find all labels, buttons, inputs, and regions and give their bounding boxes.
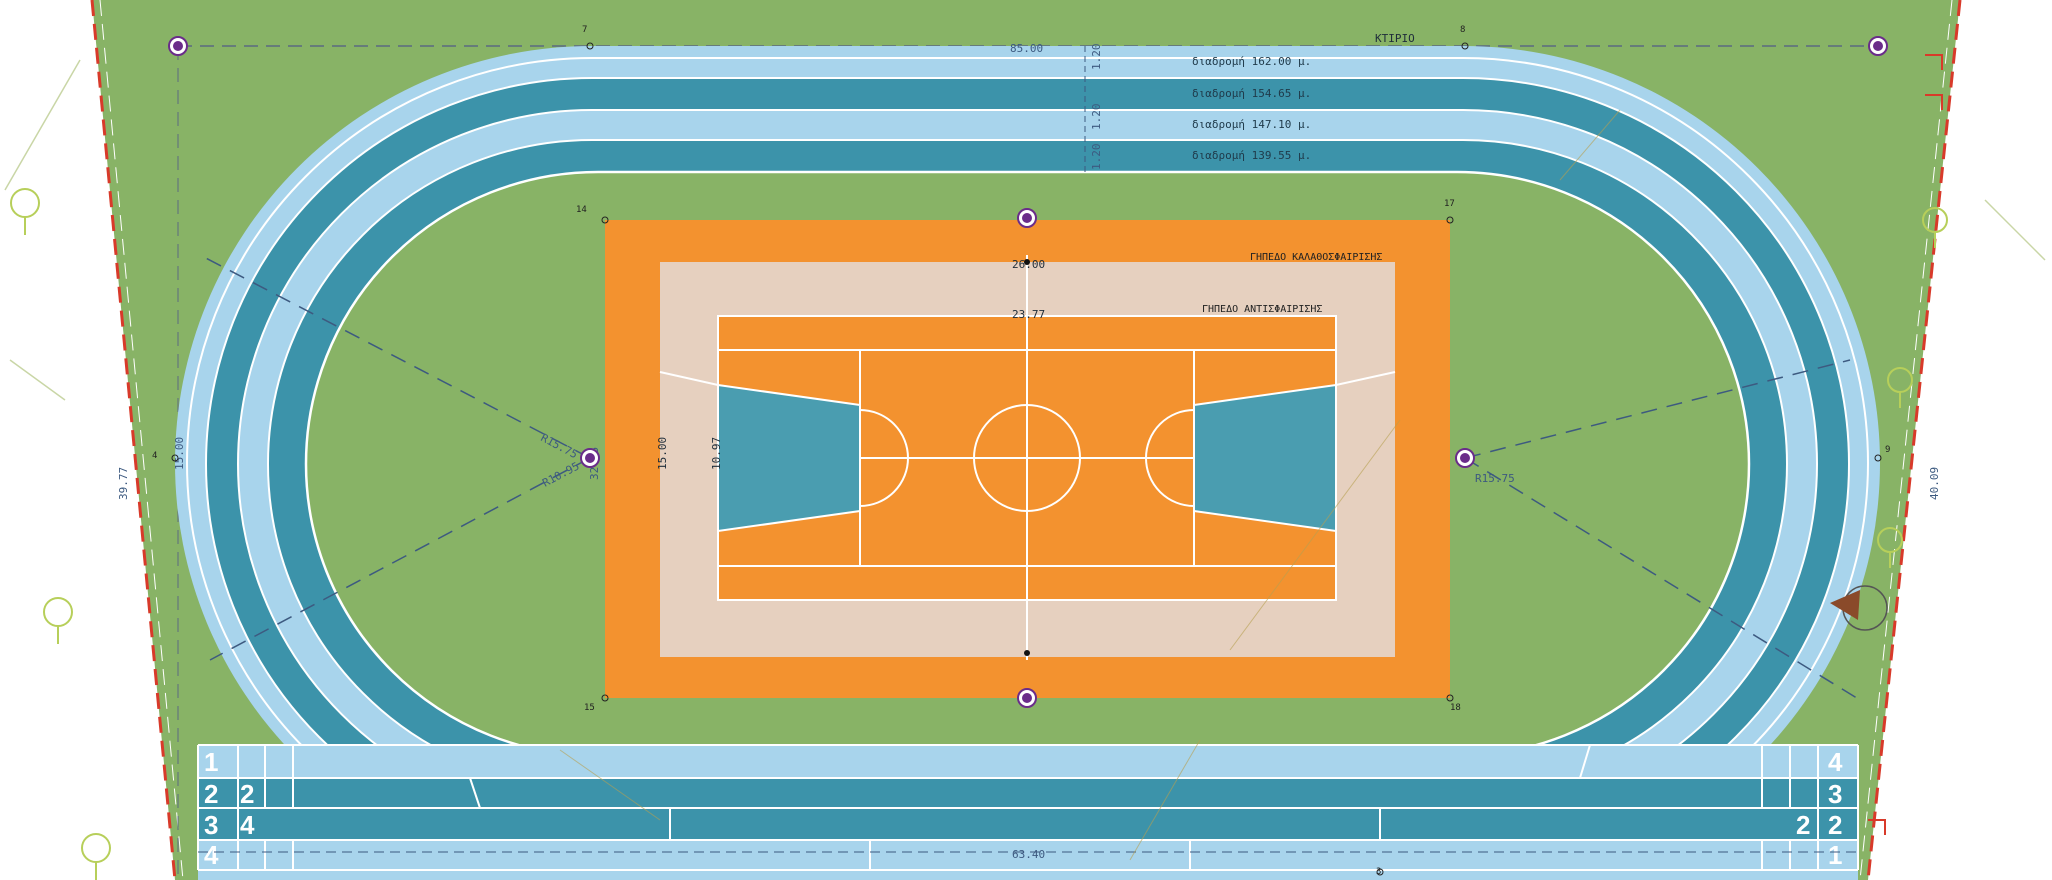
right-white-strip bbox=[1896, 0, 1999, 880]
boundary-left-white bbox=[99, 0, 184, 880]
lane-length-label: διαδρομή 147.10 μ. bbox=[1192, 118, 1311, 131]
left-lane-mark-dim: 15.00 bbox=[173, 437, 186, 470]
right-side-dim: 40.09 bbox=[1928, 467, 1941, 500]
start-lane-b bbox=[198, 778, 1858, 808]
start-number: 2 bbox=[240, 779, 254, 809]
survey-markers bbox=[168, 36, 1888, 708]
start-number: 1 bbox=[204, 747, 218, 777]
court-center-dot bbox=[1024, 259, 1030, 265]
court-inner-label: ΓΗΠΕΔΟ ΑΝΤΙΣΦΑΙΡΙΣΗΣ bbox=[1202, 304, 1322, 315]
radius-label-right: R15.75 bbox=[1475, 472, 1515, 485]
compass-icon bbox=[1830, 585, 1888, 631]
boundary-right-white bbox=[1859, 0, 1953, 880]
court-corner-points: 14 17 15 18 bbox=[576, 199, 1461, 713]
tree-icon bbox=[10, 188, 1948, 880]
start-lane-3-fill bbox=[199, 809, 1857, 839]
court-dim-outer: 26.00 bbox=[1012, 258, 1045, 271]
key-left bbox=[717, 383, 861, 533]
start-number: 1 bbox=[1828, 840, 1842, 870]
boundary-corner-marks bbox=[1868, 54, 1943, 835]
site-diagonal-lines bbox=[4, 59, 2046, 401]
top-straight-dim: 85.00 bbox=[1010, 42, 1043, 55]
top-boundary-note: ΚΤΙΡΙΟ bbox=[1375, 32, 1415, 45]
lane-width-label: 1.20 bbox=[1090, 44, 1103, 71]
point-label: 4 bbox=[152, 451, 157, 461]
point-label: 17 bbox=[1444, 199, 1455, 209]
key-right bbox=[1193, 383, 1337, 533]
lane-length-label: διαδρομή 139.55 μ. bbox=[1192, 149, 1311, 162]
court-outer-label: ΓΗΠΕΔΟ ΚΑΛΑΘΟΣΦΑΙΡΙΣΗΣ bbox=[1250, 252, 1382, 263]
point-label: 9 bbox=[1885, 445, 1890, 455]
point-label: 14 bbox=[576, 205, 587, 215]
lane-width-label: 1.20 bbox=[1090, 104, 1103, 131]
point-label: 7 bbox=[582, 25, 587, 35]
court-dim-inner: 23.77 bbox=[1012, 308, 1045, 321]
boundary-right bbox=[1866, 0, 1962, 880]
start-numbers-left: 1 2 3 4 2 4 bbox=[204, 747, 255, 870]
start-number: 2 bbox=[1828, 810, 1842, 840]
point-label: 18 bbox=[1450, 703, 1461, 713]
start-number: 4 bbox=[240, 810, 255, 840]
point-label: 3 bbox=[1376, 867, 1381, 877]
court-center-dot bbox=[1024, 650, 1030, 656]
lane-length-label: διαδρομή 154.65 μ. bbox=[1192, 87, 1311, 100]
start-numbers-right: 4 3 2 1 2 bbox=[1796, 747, 1843, 870]
start-number: 3 bbox=[1828, 779, 1842, 809]
lane-length-label: διαδρομή 162.00 μ. bbox=[1192, 55, 1311, 68]
lane-width-label: 1.20 bbox=[1090, 144, 1103, 171]
court-dim-height: 15.00 bbox=[656, 437, 669, 470]
left-white-strip bbox=[54, 0, 144, 880]
start-number: 3 bbox=[204, 810, 218, 840]
boundary-left bbox=[90, 0, 177, 880]
start-number: 4 bbox=[1828, 747, 1843, 777]
lane-width-dims: 1.20 1.20 1.20 bbox=[1084, 44, 1103, 172]
radius-lines bbox=[199, 254, 1861, 701]
start-lane-d bbox=[198, 840, 1858, 868]
construction-lines bbox=[559, 109, 1621, 861]
start-number: 2 bbox=[1796, 810, 1810, 840]
start-number: 2 bbox=[204, 779, 218, 809]
survey-points: 7 8 4 9 3 bbox=[152, 25, 1890, 877]
court-dim-inner-height: 10.97 bbox=[710, 437, 723, 470]
point-label: 8 bbox=[1460, 25, 1465, 35]
point-label: 15 bbox=[584, 703, 595, 713]
bottom-length-dim: 63.40 bbox=[1012, 848, 1045, 861]
left-side-dim: 39.77 bbox=[117, 467, 130, 500]
start-number: 4 bbox=[204, 840, 219, 870]
